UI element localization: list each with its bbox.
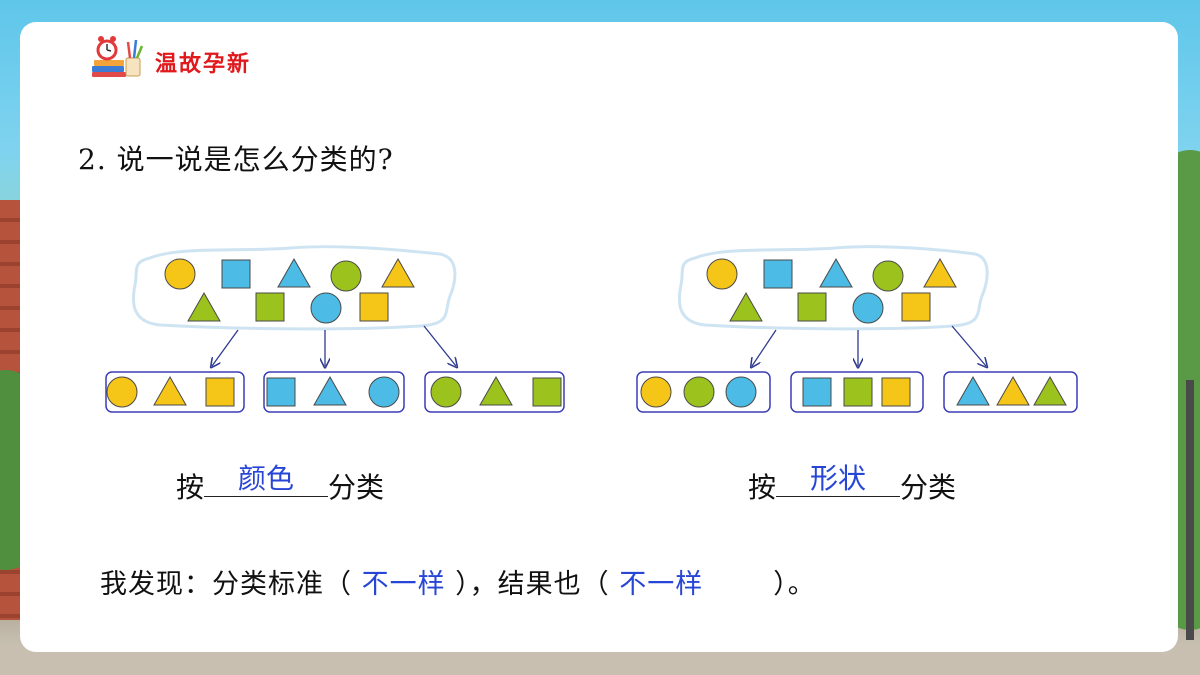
slide-card	[20, 22, 1178, 652]
finding-answer1[interactable]: 不一样	[361, 569, 446, 600]
group-right-1-green-circle	[683, 376, 715, 408]
stationery-badge-icon	[92, 36, 144, 77]
left-caption-suffix: 分类	[328, 471, 385, 504]
group-right-2-blue-square	[802, 377, 832, 407]
pool-right-blue-circle	[852, 292, 884, 324]
group-left-1-yellow-triangle	[153, 375, 187, 406]
right-answer: 形状	[810, 462, 867, 495]
left-answer: 颜色	[238, 462, 295, 495]
finding-answer2[interactable]: 不一样	[619, 569, 704, 600]
finding-part2: ），结果也（	[455, 569, 610, 600]
pool-right-blue-square	[763, 259, 793, 289]
pool-right-yellow-circle	[706, 258, 738, 290]
pool-left-green-triangle	[187, 291, 221, 322]
question-text: 2. 说一说是怎么分类的?	[78, 143, 394, 176]
left-answer-blank[interactable]: 颜色	[204, 462, 329, 497]
left-caption: 按颜色分类	[176, 462, 385, 506]
group-left-1-yellow-circle	[106, 376, 138, 408]
pool-right-blue-triangle	[819, 257, 853, 288]
group-right-1-yellow-circle	[640, 376, 672, 408]
pool-left-yellow-circle	[164, 258, 196, 290]
pool-left-yellow-triangle	[381, 257, 415, 288]
finding-part3: ）。	[773, 569, 816, 600]
classification-diagrams	[105, 245, 1078, 413]
arrow-left-3	[423, 325, 456, 366]
background-lamp-pole	[1186, 380, 1194, 640]
pool-left-yellow-square	[359, 292, 389, 322]
arrow-left-1	[212, 329, 239, 366]
group-left-2-blue-circle	[368, 376, 400, 408]
group-left-1-yellow-square	[205, 377, 235, 407]
group-left-2-blue-square	[266, 377, 296, 407]
arrow-right-3	[951, 325, 986, 366]
group-left-3-green-square	[532, 377, 562, 407]
pool-left-blue-circle	[310, 292, 342, 324]
pool-right-yellow-triangle	[923, 257, 957, 288]
group-right-3-blue-triangle	[956, 375, 990, 406]
pool-left-green-square	[255, 292, 285, 322]
pool-right-yellow-square	[901, 292, 931, 322]
left-caption-prefix: 按	[176, 471, 205, 504]
arrow-right-1	[752, 329, 777, 366]
pool-left-blue-triangle	[277, 257, 311, 288]
group-right-1-blue-circle	[725, 376, 757, 408]
right-answer-blank[interactable]: 形状	[776, 462, 901, 497]
section-title: 温故孕新	[155, 52, 252, 77]
group-right-3-yellow-triangle	[996, 375, 1030, 406]
group-right-3-green-triangle	[1033, 375, 1067, 406]
group-right-2-yellow-square	[881, 377, 911, 407]
group-right-2-green-square	[843, 377, 873, 407]
pool-left-green-circle	[330, 260, 362, 292]
pool-left-blue-square	[221, 259, 251, 289]
pool-right-green-triangle	[729, 291, 763, 322]
finding-sentence: 我发现：分类标准（ 不一样 ），结果也（ 不一样 ）。	[100, 562, 816, 601]
right-caption-suffix: 分类	[900, 471, 957, 504]
finding-part1: 我发现：分类标准（	[100, 569, 352, 600]
pool-right-green-square	[797, 292, 827, 322]
group-left-3-green-triangle	[479, 375, 513, 406]
right-caption: 按形状分类	[748, 462, 957, 506]
right-caption-prefix: 按	[748, 471, 777, 504]
group-left-2-blue-triangle	[313, 375, 347, 406]
group-left-3-green-circle	[430, 376, 462, 408]
pool-right-green-circle	[872, 260, 904, 292]
